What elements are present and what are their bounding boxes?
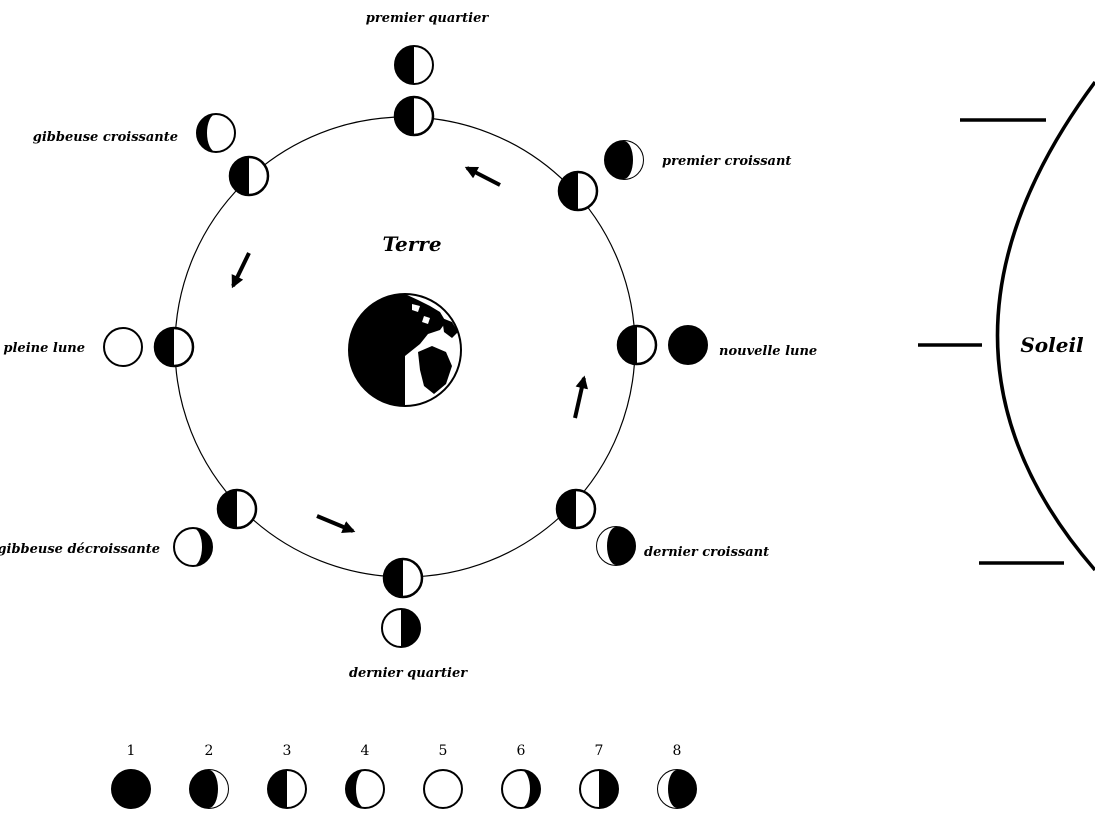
orbit-moon-right (616, 324, 658, 366)
sun-icon (918, 80, 1095, 572)
view-premier-quartier-icon (394, 45, 434, 85)
legend-phase-3-icon (267, 769, 307, 809)
earth-icon (348, 293, 462, 407)
legend-phase-7-icon (579, 769, 619, 809)
view-nouvelle-lune-icon (668, 325, 708, 365)
legend-number-8: 8 (673, 743, 682, 759)
orbit-arrow-upper-right (464, 166, 501, 187)
orbit-arrow-upper-left (231, 252, 251, 289)
legend-number-4: 4 (361, 743, 370, 759)
legend-phase-2-icon (189, 769, 229, 809)
orbit-arrow-lower-left (316, 514, 356, 533)
label-earth: Terre (382, 232, 441, 256)
orbit-moon-bottom (382, 557, 424, 599)
legend-number-5: 5 (439, 743, 448, 759)
orbit-arrow-right (573, 375, 588, 419)
legend-phase-4-icon (345, 769, 385, 809)
label-dernier-croissant: dernier croissant (644, 545, 769, 560)
view-gibbeuse-croissante-icon (196, 113, 236, 153)
legend-phase-5-icon (423, 769, 463, 809)
orbit-moon-upper-right (557, 170, 599, 212)
legend-phase-8-icon (657, 769, 697, 809)
view-pleine-lune-icon (103, 327, 143, 367)
label-premier-croissant: premier croissant (662, 154, 791, 169)
legend-number-2: 2 (205, 743, 214, 759)
orbit-moon-upper-left (228, 155, 270, 197)
label-nouvelle-lune: nouvelle lune (719, 344, 817, 359)
label-gibbeuse-decroissante: gibbeuse décroissante (0, 542, 160, 557)
view-gibbeuse-decroissante-icon (173, 527, 213, 567)
legend-number-6: 6 (517, 743, 526, 759)
label-gibbeuse-croissante: gibbeuse croissante (33, 130, 178, 145)
view-dernier-quartier-icon (381, 608, 421, 648)
label-sun: Soleil (1020, 333, 1084, 357)
orbit-moon-top (393, 95, 435, 137)
legend-phase-6-icon (501, 769, 541, 809)
legend-number-1: 1 (127, 743, 136, 759)
view-dernier-croissant-icon (596, 526, 636, 566)
orbit-moon-left (153, 326, 195, 368)
legend-number-7: 7 (595, 743, 604, 759)
view-premier-croissant-icon (604, 140, 644, 180)
label-pleine-lune: pleine lune (3, 341, 85, 356)
orbit-moon-lower-right (555, 488, 597, 530)
label-premier-quartier: premier quartier (366, 11, 490, 26)
orbit-moon-lower-left (216, 488, 258, 530)
legend-number-3: 3 (283, 743, 292, 759)
label-dernier-quartier: dernier quartier (349, 666, 468, 681)
legend-phase-1-icon (111, 769, 151, 809)
